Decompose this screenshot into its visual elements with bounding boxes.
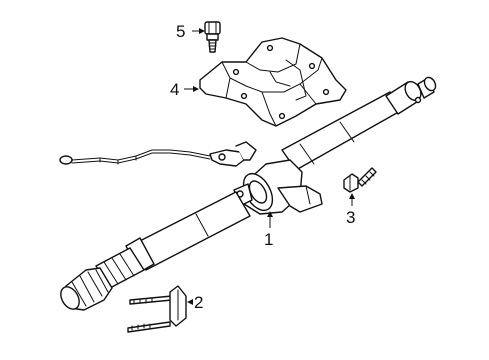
callout-5: 5 (176, 22, 185, 41)
callout-leaders (184, 28, 355, 305)
bolt-part-3 (343, 167, 377, 193)
bolt-part-5 (204, 21, 221, 53)
shift-cable (59, 141, 257, 167)
callout-3: 3 (346, 208, 355, 227)
callout-4: 4 (170, 80, 179, 99)
callout-2: 2 (194, 293, 203, 312)
bolts-part-2 (127, 285, 187, 333)
bracket-plate-part-4 (199, 37, 347, 127)
steering-column-part-1 (60, 76, 437, 311)
callout-1: 1 (264, 230, 273, 249)
